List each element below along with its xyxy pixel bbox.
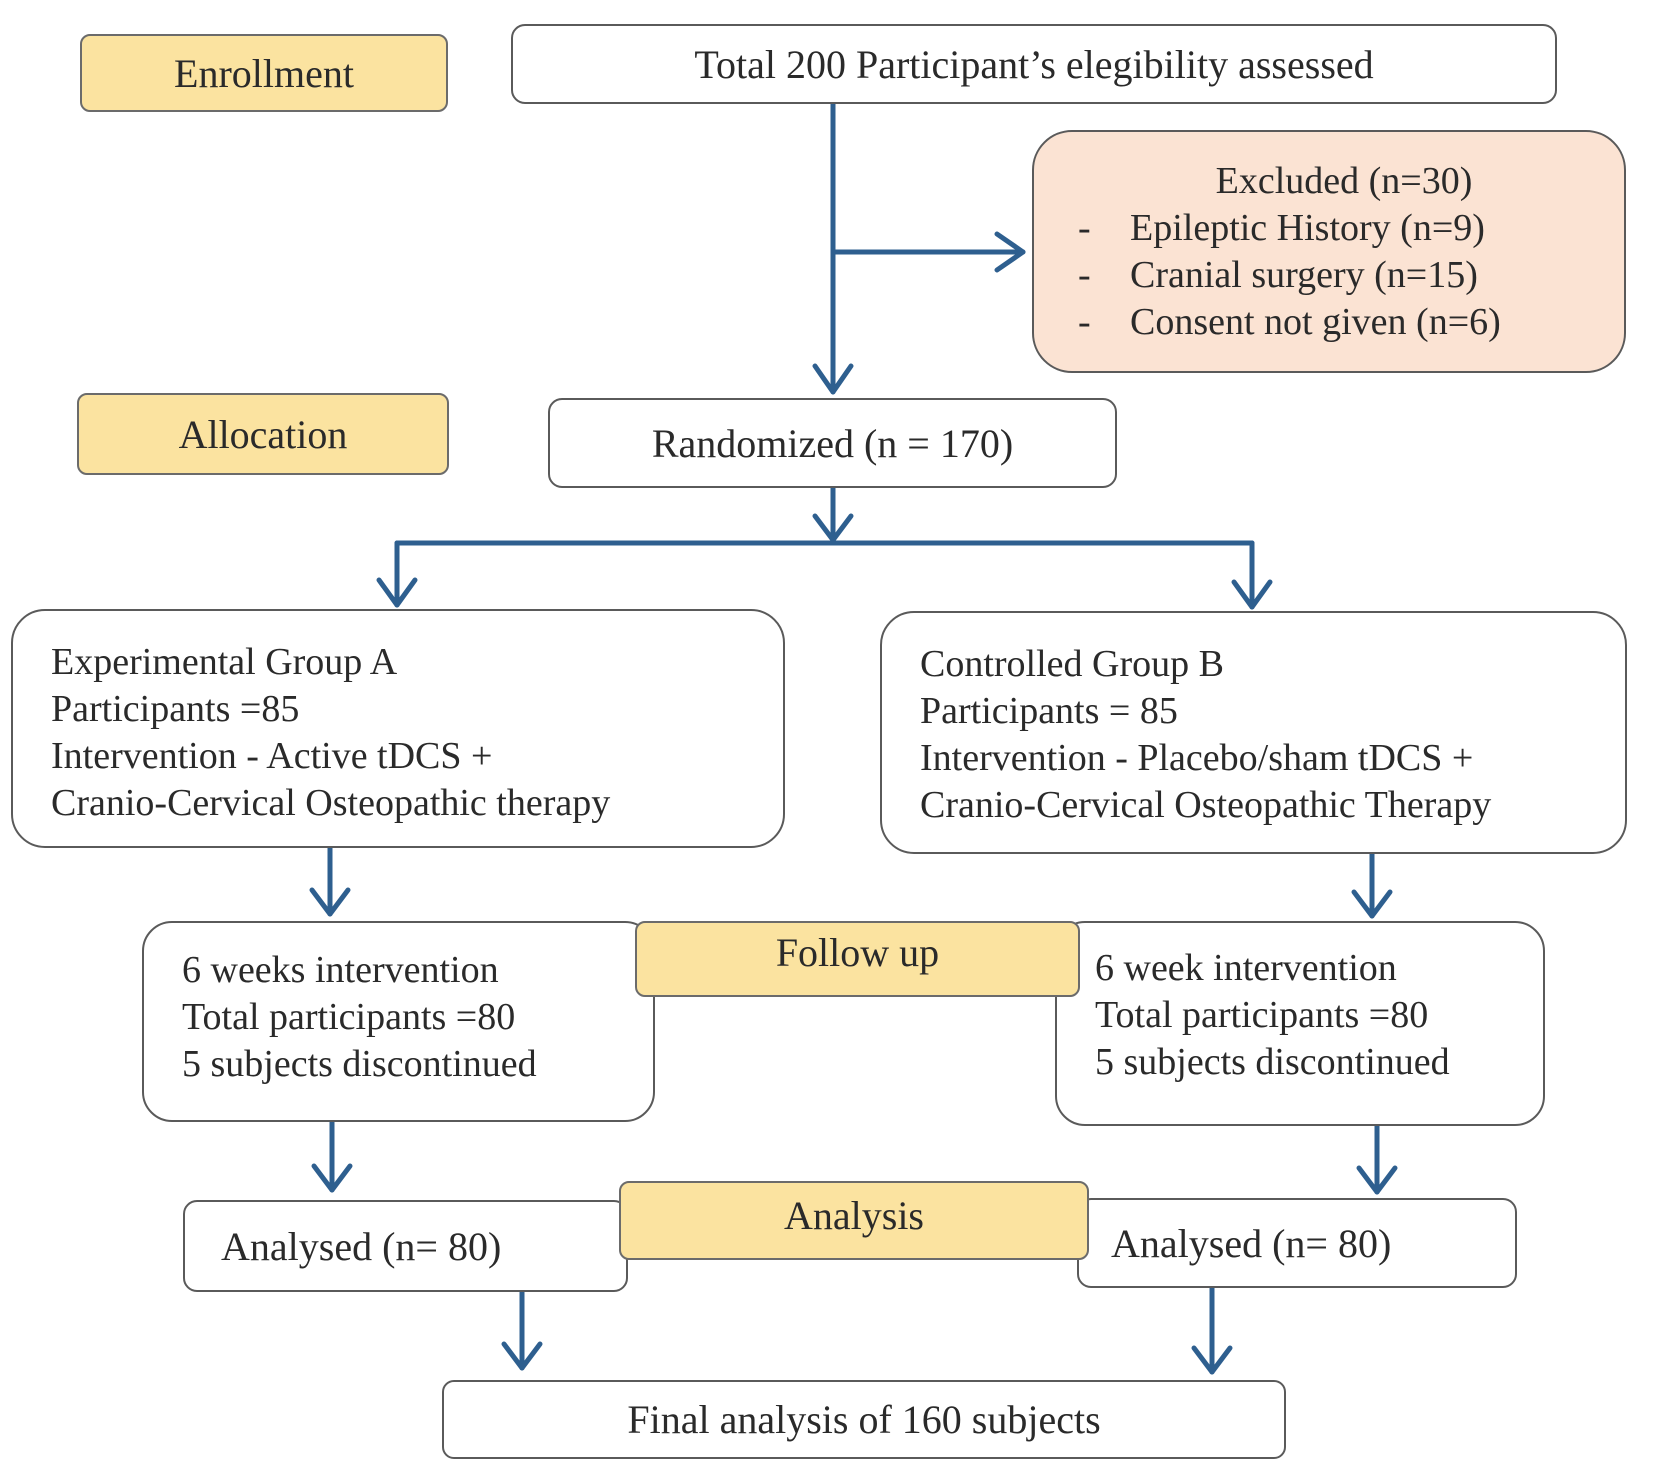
group-b-line: Intervention - Placebo/sham tDCS + — [920, 737, 1474, 779]
arrowhead-final-a — [501, 1341, 543, 1371]
followup-a-line: Total participants =80 — [182, 996, 516, 1038]
followup-b-line: Total participants =80 — [1095, 994, 1429, 1036]
excluded-title: Excluded (n=30) — [1215, 160, 1473, 202]
arrowhead-final-b — [1191, 1345, 1233, 1375]
followup-b-line: 6 week intervention — [1095, 947, 1397, 989]
randomized-text: Randomized (n = 170) — [651, 420, 1014, 466]
arrowhead-randomized — [812, 363, 854, 395]
group-b-box: Controlled Group B Participants = 85 Int… — [880, 611, 1627, 854]
group-a-line: Intervention - Active tDCS + — [51, 735, 493, 777]
final-analysis-text: Final analysis of 160 subjects — [627, 1397, 1101, 1442]
group-b-line: Cranio-Cervical Osteopathic Therapy — [920, 784, 1492, 826]
stage-label-enrollment: Enrollment — [80, 34, 448, 112]
analysed-a-box: Analysed (n= 80) — [183, 1200, 628, 1292]
arrowhead-analysed-a — [311, 1163, 353, 1193]
stage-label-follow-up: Follow up — [635, 921, 1080, 997]
excluded-reason: -Cranial surgery (n=15) — [1078, 252, 1624, 299]
group-a-line: Cranio-Cervical Osteopathic therapy — [51, 782, 611, 824]
arrowhead-group-b — [1231, 579, 1273, 610]
arrowhead-excluded — [994, 231, 1026, 273]
group-b-line: Controlled Group B — [920, 643, 1224, 685]
followup-a-box: 6 weeks intervention Total participants … — [142, 921, 655, 1122]
excluded-box: Excluded (n=30) -Epileptic History (n=9)… — [1032, 130, 1626, 373]
list-dash: - — [1078, 254, 1091, 296]
arrowhead-followup-a — [309, 887, 351, 917]
excluded-reasons-list: -Epileptic History (n=9) -Cranial surger… — [1034, 205, 1624, 346]
stage-label-analysis: Analysis — [619, 1181, 1089, 1260]
list-dash: - — [1078, 207, 1091, 249]
group-a-line: Experimental Group A — [51, 641, 398, 683]
group-a-box: Experimental Group A Participants =85 In… — [11, 609, 785, 848]
followup-b-box: 6 week intervention Total participants =… — [1055, 921, 1545, 1126]
list-dash: - — [1078, 301, 1091, 343]
arrowhead-analysed-b — [1356, 1165, 1398, 1195]
group-b-line: Participants = 85 — [920, 690, 1178, 732]
assessed-text: Total 200 Participant’s elegibility asse… — [694, 41, 1374, 87]
excluded-reason: -Epileptic History (n=9) — [1078, 205, 1624, 252]
analysed-a-text: Analysed (n= 80) — [221, 1223, 502, 1269]
followup-b-line: 5 subjects discontinued — [1095, 1041, 1450, 1083]
excluded-reason-text: Epileptic History (n=9) — [1130, 207, 1485, 249]
final-analysis-box: Final analysis of 160 subjects — [442, 1380, 1286, 1459]
assessed-box: Total 200 Participant’s elegibility asse… — [511, 24, 1557, 104]
analysed-b-text: Analysed (n= 80) — [1111, 1220, 1392, 1266]
arrowhead-followup-b — [1351, 889, 1393, 919]
excluded-reason-text: Cranial surgery (n=15) — [1130, 254, 1478, 296]
excluded-reason: -Consent not given (n=6) — [1078, 299, 1624, 346]
arrowhead-group-a — [376, 577, 418, 608]
followup-a-line: 5 subjects discontinued — [182, 1043, 537, 1085]
stage-label-allocation: Allocation — [77, 393, 449, 475]
randomized-box: Randomized (n = 170) — [548, 398, 1117, 488]
excluded-reason-text: Consent not given (n=6) — [1130, 301, 1501, 343]
arrowhead-split — [812, 513, 854, 543]
followup-a-line: 6 weeks intervention — [182, 949, 499, 991]
group-a-line: Participants =85 — [51, 688, 300, 730]
analysed-b-box: Analysed (n= 80) — [1077, 1198, 1517, 1288]
